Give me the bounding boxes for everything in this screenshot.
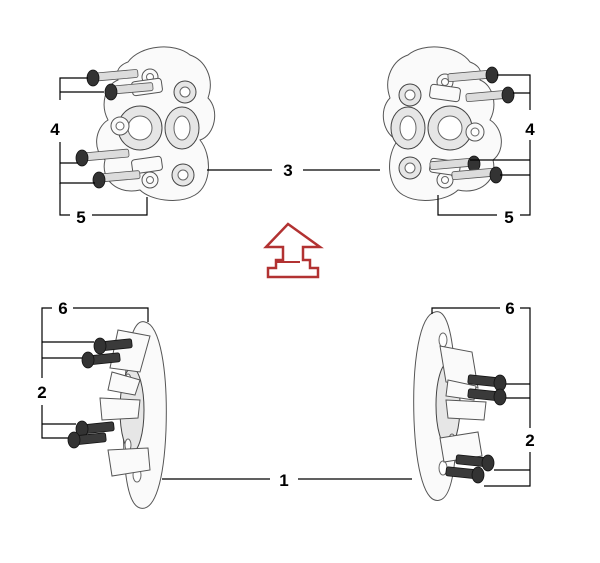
bolt (67, 431, 107, 449)
bolt (75, 420, 115, 438)
callout-5-left: 5 (76, 208, 85, 227)
bolt (93, 337, 133, 355)
up-arrow-icon (263, 222, 324, 279)
bolt (104, 82, 154, 101)
bolt (92, 170, 141, 189)
callout-4-right: 4 (525, 120, 535, 139)
bolt (455, 454, 495, 472)
callout-1: 1 (279, 471, 288, 490)
leader-lines (41, 74, 531, 487)
bolt (465, 86, 515, 104)
bolt (467, 374, 507, 392)
bolt (86, 69, 139, 87)
callout-2-right: 2 (525, 431, 534, 450)
callout-6-right: 6 (505, 299, 514, 318)
bolt (447, 66, 499, 84)
bolt (75, 148, 130, 167)
bolt (445, 466, 485, 484)
callout-2-left: 2 (37, 383, 46, 402)
bolt (81, 351, 121, 369)
callout-3: 3 (283, 161, 292, 180)
callout-5-right: 5 (504, 208, 513, 227)
callout-6-left: 6 (58, 299, 67, 318)
callout-4-left: 4 (50, 120, 60, 139)
bolt (467, 388, 507, 406)
